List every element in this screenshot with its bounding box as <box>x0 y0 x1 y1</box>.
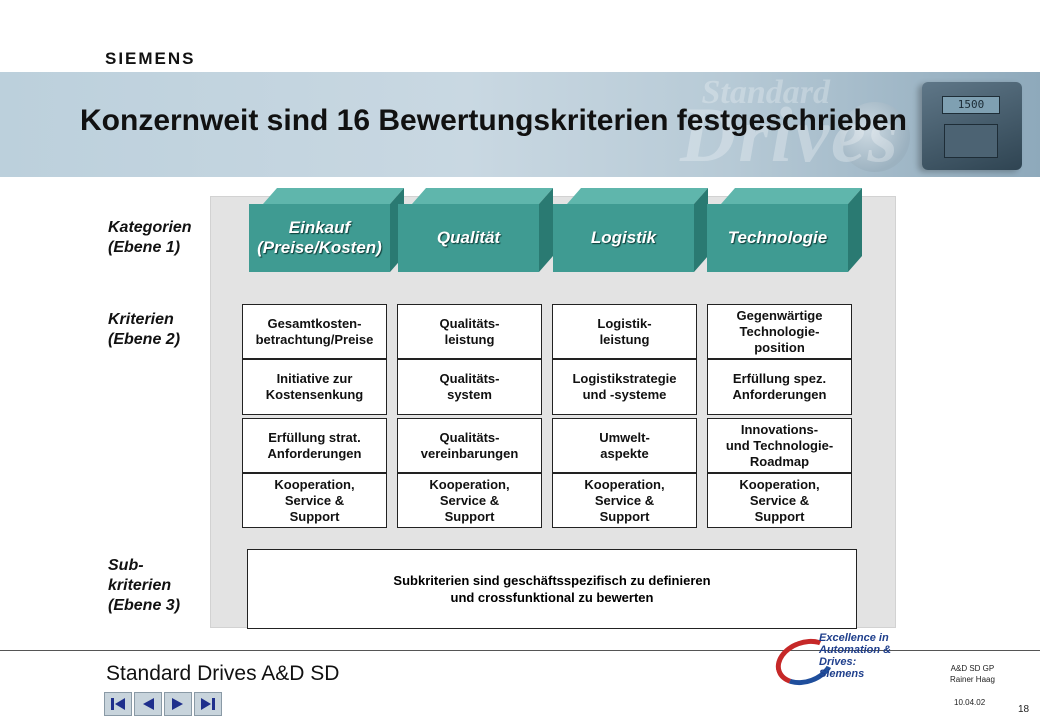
next-page-button[interactable] <box>164 692 192 716</box>
criterion-box: Logistik- leistung <box>552 304 697 359</box>
criterion-box: Kooperation, Service & Support <box>552 473 697 528</box>
drive-device-image: 1500 <box>922 82 1022 170</box>
banner-watermark: Drives <box>680 91 900 177</box>
device-display: 1500 <box>942 96 1000 114</box>
criterion-box: Umwelt- aspekte <box>552 418 697 473</box>
previous-page-button[interactable] <box>134 692 162 716</box>
category-label: Qualität <box>398 204 539 272</box>
criterion-box: Logistikstrategie und -systeme <box>552 359 697 415</box>
category-qualitaet: Qualität <box>398 188 553 272</box>
category-top-face <box>567 188 708 204</box>
excellence-logo: Excellence in Automation & Drives: Sieme… <box>769 628 925 693</box>
slide-date: 10.04.02 <box>954 698 986 707</box>
criterion-box: Kooperation, Service & Support <box>707 473 852 528</box>
level-2-label: Kriterien (Ebene 2) <box>108 311 181 348</box>
decorative-knob <box>840 102 910 172</box>
banner-watermark-small: Standard <box>701 74 831 111</box>
last-page-icon <box>201 698 215 710</box>
criterion-box: Kooperation, Service & Support <box>242 473 387 528</box>
category-top-face <box>721 188 862 204</box>
criterion-box: Gesamtkosten- betrachtung/Preise <box>242 304 387 359</box>
page-number: 18 <box>1018 704 1030 715</box>
page-title: Konzernweit sind 16 Bewertungskriterien … <box>80 104 907 137</box>
category-technologie: Technologie <box>707 188 862 272</box>
last-page-button[interactable] <box>194 692 222 716</box>
criterion-box: Qualitäts- leistung <box>397 304 542 359</box>
category-einkauf: Einkauf (Preise/Kosten) <box>249 188 404 272</box>
criterion-box: Erfüllung strat. Anforderungen <box>242 418 387 473</box>
siemens-logo: SIEMENS <box>105 49 196 68</box>
footer-divider <box>0 650 1040 651</box>
level-1-label: Kategorien (Ebene 1) <box>108 219 192 256</box>
category-logistik: Logistik <box>553 188 708 272</box>
device-keypad <box>944 124 998 158</box>
criterion-box: Erfüllung spez. Anforderungen <box>707 359 852 415</box>
criterion-box: Qualitäts- vereinbarungen <box>397 418 542 473</box>
first-page-icon <box>111 698 125 710</box>
criterion-box: Qualitäts- system <box>397 359 542 415</box>
first-page-button[interactable] <box>104 692 132 716</box>
category-side-face <box>539 188 553 272</box>
category-label: Einkauf (Preise/Kosten) <box>249 204 390 272</box>
criterion-box: Initiative zur Kostensenkung <box>242 359 387 415</box>
excellence-text: Excellence in Automation & Drives: Sieme… <box>819 632 892 680</box>
category-top-face <box>412 188 553 204</box>
slide-navigation <box>104 692 222 716</box>
criterion-box: Kooperation, Service & Support <box>397 473 542 528</box>
criterion-box: Innovations- und Technologie- Roadmap <box>707 418 852 473</box>
category-label: Logistik <box>553 204 694 272</box>
previous-page-icon <box>143 698 154 710</box>
next-page-icon <box>172 698 183 710</box>
footer-brand: Standard Drives A&D SD <box>106 662 340 685</box>
criterion-box: Gegenwärtige Technologie- position <box>707 304 852 359</box>
header-banner: Standard Drives 1500 <box>0 72 1040 177</box>
category-side-face <box>694 188 708 272</box>
level-3-label: Sub- kriterien (Ebene 3) <box>108 557 181 614</box>
author-info: A&D SD GP Rainer Haag <box>950 664 995 684</box>
subcriteria-box: Subkriterien sind geschäftsspezifisch zu… <box>247 549 857 629</box>
category-label: Technologie <box>707 204 848 272</box>
category-top-face <box>263 188 404 204</box>
category-side-face <box>848 188 862 272</box>
